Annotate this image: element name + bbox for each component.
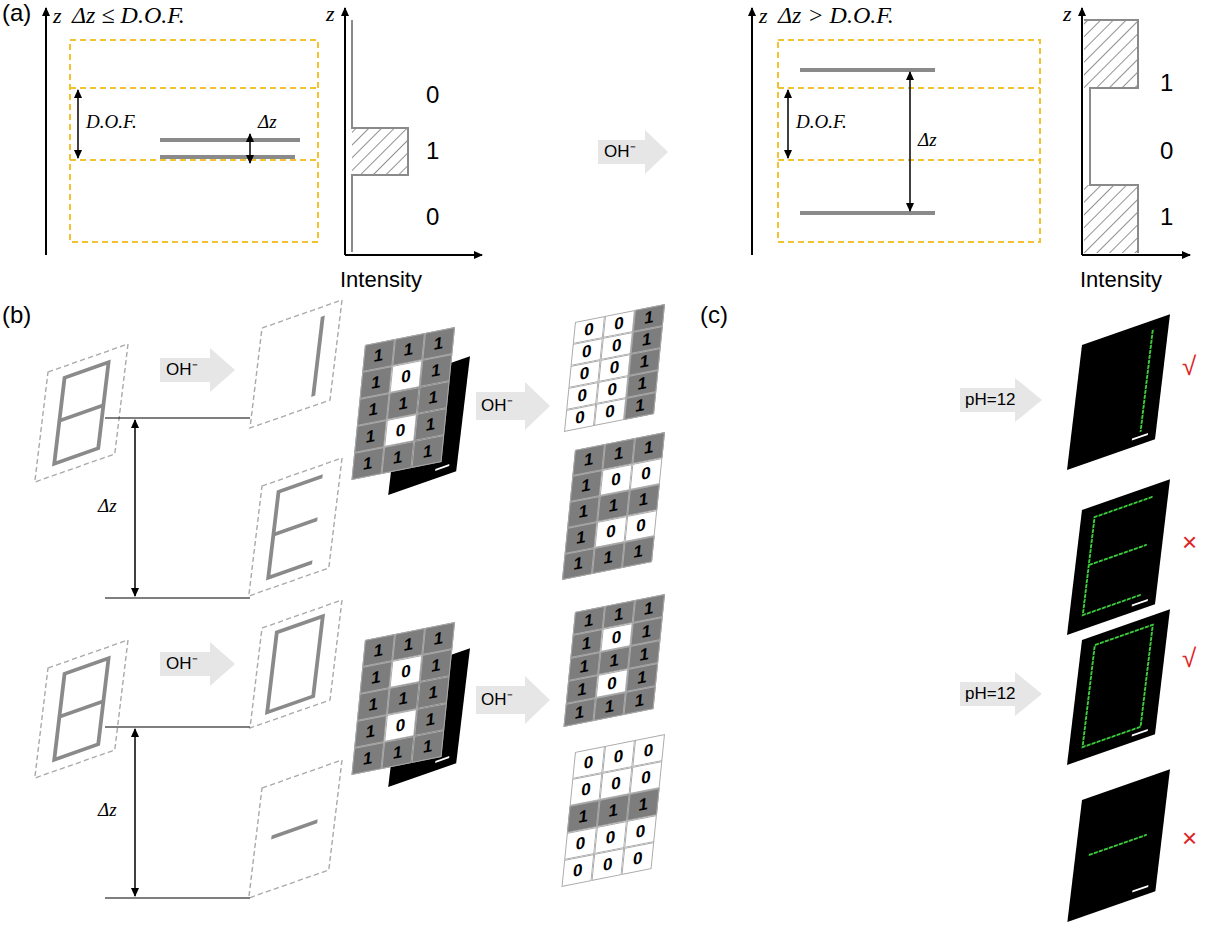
block-arrow	[598, 130, 668, 174]
binary-grid: 001001001001001	[564, 304, 665, 432]
label-text: pH=12	[965, 391, 1016, 410]
check-mark: ×	[1182, 824, 1197, 853]
label-text: 1	[1160, 70, 1173, 96]
panel-b-bottom	[35, 600, 550, 898]
binary-grid: 000000111000000	[562, 734, 666, 887]
label-text: OH⁻	[604, 143, 636, 162]
label-text: Δz	[98, 800, 117, 821]
binary-grid: 111101111101111	[352, 622, 456, 775]
table-cell: 1	[352, 447, 385, 480]
table-cell: 1	[352, 742, 385, 775]
table-cell: 1	[624, 686, 656, 715]
label-text: z	[759, 4, 768, 28]
label-text: 1	[426, 138, 439, 164]
label-text: 0	[1160, 138, 1173, 164]
table-cell: 1	[592, 542, 625, 574]
label-text: Δz	[918, 130, 937, 151]
label-text: pH=12	[965, 685, 1016, 704]
label-text: OH⁻	[166, 655, 198, 674]
label-text: D.O.F.	[86, 112, 137, 133]
label-text: 0	[426, 82, 439, 108]
label-text: D.O.F.	[796, 112, 847, 133]
binary-grid: 111101111101111	[564, 594, 666, 727]
check-mark: ×	[1182, 528, 1197, 557]
label-text: Intensity	[1080, 268, 1162, 292]
label-text: z	[326, 2, 335, 26]
binary-grid: 111101111101111	[352, 327, 456, 480]
table-cell: 1	[622, 536, 655, 568]
label-text: Δz ≤ D.O.F.	[72, 2, 185, 28]
table-cell: 0	[622, 842, 655, 875]
label-text: z	[1063, 2, 1072, 26]
binary-grid: 111100111100111	[562, 432, 665, 580]
label-text: Δz > D.O.F.	[778, 2, 894, 28]
label-text: (c)	[700, 302, 728, 328]
label-text: (b)	[2, 302, 31, 328]
label-text: OH⁻	[166, 361, 198, 380]
label-text: Intensity	[340, 268, 422, 292]
table-cell: 0	[592, 848, 625, 881]
label-text: OH⁻	[481, 691, 513, 710]
table-cell: 1	[562, 548, 595, 580]
check-mark: √	[1182, 352, 1196, 381]
label-text: 0	[426, 204, 439, 230]
label-text: OH⁻	[481, 397, 513, 416]
check-mark: √	[1182, 644, 1196, 673]
panel-a-left	[46, 8, 482, 255]
panel-a-right	[752, 8, 1190, 255]
label-text: Δz	[98, 496, 117, 517]
label-text: (a)	[2, 0, 31, 26]
label-text: Δz	[258, 112, 277, 133]
table-cell: 1	[594, 692, 626, 721]
panel-c-micrographs	[388, 314, 1170, 922]
table-cell: 1	[564, 698, 596, 727]
label-text: 1	[1160, 204, 1173, 230]
table-cell: 0	[562, 854, 595, 887]
label-text: z	[53, 4, 62, 28]
panel-b-top	[35, 300, 550, 598]
